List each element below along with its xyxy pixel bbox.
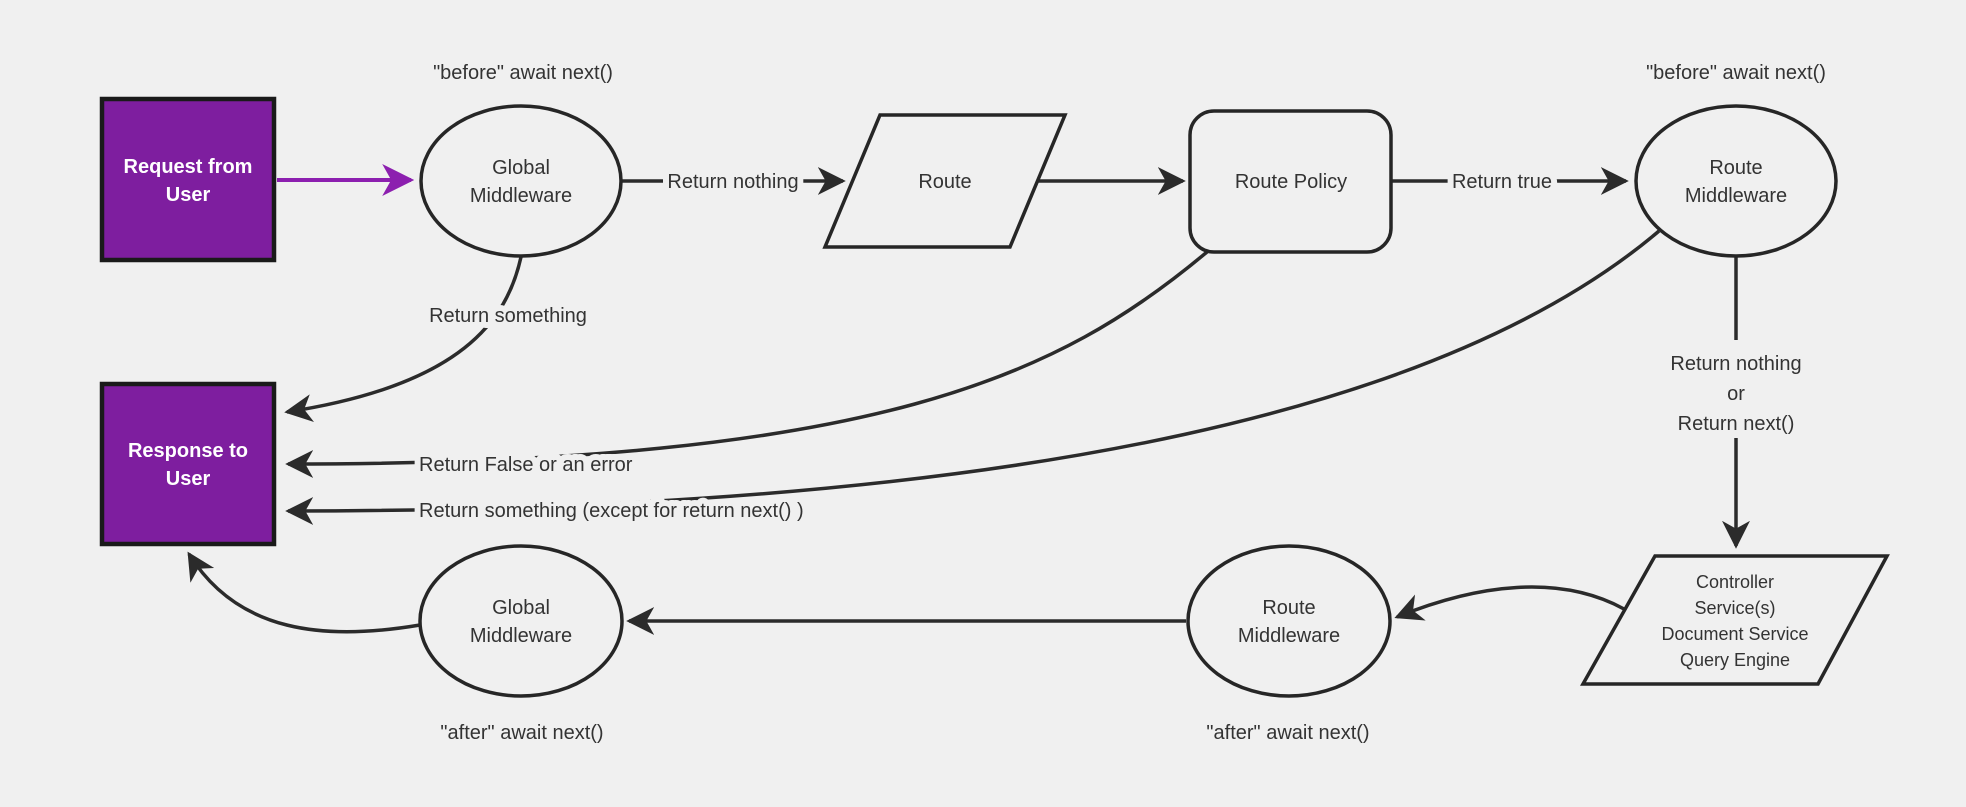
- return-nothing-or-next-line1: Return nothing: [1670, 353, 1801, 375]
- route-parallelogram: [822, 113, 1068, 249]
- global-middleware-top-ellipse: [419, 104, 623, 258]
- route-middleware-top-ellipse: [1634, 104, 1838, 258]
- route-middleware-bottom-label-line2: Middleware: [1238, 625, 1340, 647]
- after-await-next-left-label: "after" await next(): [440, 722, 603, 744]
- controller-label-line1: Controller: [1696, 572, 1774, 592]
- request-from-user-box: [99, 96, 277, 263]
- return-false-or-error-label: Return False or an error: [419, 454, 633, 476]
- route-middleware-top-label-line1: Route: [1709, 157, 1762, 179]
- request-from-user-label-line2: User: [166, 184, 211, 206]
- edge-controller-to-route-middleware-bottom: [1394, 585, 1625, 621]
- edge-global-middleware-bottom-to-response: [187, 551, 421, 634]
- edge-route-middleware-to-response: [285, 229, 1661, 525]
- return-nothing-or-next-line3: Return next(): [1678, 413, 1795, 435]
- return-something-label: Return something: [429, 305, 587, 327]
- route-label: Route: [918, 171, 971, 193]
- return-nothing-or-next-line2: or: [1727, 383, 1745, 405]
- route-middleware-top-label-line2: Middleware: [1685, 185, 1787, 207]
- before-await-next-left-label: "before" await next(): [433, 62, 613, 84]
- controller-services-parallelogram: [1580, 554, 1890, 686]
- before-await-next-right-label: "before" await next(): [1646, 62, 1826, 84]
- request-from-user-label-line1: Request from: [124, 156, 253, 178]
- global-middleware-top-label-line1: Global: [492, 157, 550, 179]
- route-policy-box: [1188, 109, 1393, 254]
- global-middleware-bottom-label-line1: Global: [492, 597, 550, 619]
- global-middleware-bottom-node: Global Middleware: [418, 544, 624, 698]
- response-to-user-box: [99, 381, 277, 547]
- route-middleware-bottom-label-line1: Route: [1262, 597, 1315, 619]
- response-to-user-node: Response to User: [99, 381, 277, 547]
- request-from-user-node: Request from User: [99, 96, 277, 263]
- edge-global-middleware-to-response: [284, 256, 523, 422]
- global-middleware-bottom-label-line2: Middleware: [470, 625, 572, 647]
- after-await-next-right-label: "after" await next(): [1206, 722, 1369, 744]
- controller-label-line2: Service(s): [1694, 598, 1775, 618]
- route-middleware-bottom-ellipse: [1186, 544, 1392, 698]
- controller-label-line4: Query Engine: [1680, 650, 1790, 670]
- route-node: Route: [822, 113, 1068, 249]
- response-to-user-label-line1: Response to: [128, 440, 248, 462]
- global-middleware-top-label-line2: Middleware: [470, 185, 572, 207]
- return-true-label: Return true: [1452, 171, 1552, 193]
- route-policy-node: Route Policy: [1188, 109, 1393, 254]
- response-to-user-label-line2: User: [166, 468, 211, 490]
- return-nothing-or-next-label: Return nothing or Return next(): [1670, 353, 1801, 435]
- controller-label-line3: Document Service: [1661, 624, 1808, 644]
- route-middleware-top-node: Route Middleware: [1634, 104, 1838, 258]
- global-middleware-bottom-ellipse: [418, 544, 624, 698]
- route-middleware-bottom-node: Route Middleware: [1186, 544, 1392, 698]
- edge-route-policy-to-response: [285, 250, 1209, 478]
- controller-services-node: Controller Service(s) Document Service Q…: [1580, 554, 1890, 686]
- route-policy-label: Route Policy: [1235, 171, 1347, 193]
- global-middleware-top-node: Global Middleware: [419, 104, 623, 258]
- return-nothing-label: Return nothing: [667, 171, 798, 193]
- return-something-except-label: Return something (except for return next…: [419, 500, 804, 522]
